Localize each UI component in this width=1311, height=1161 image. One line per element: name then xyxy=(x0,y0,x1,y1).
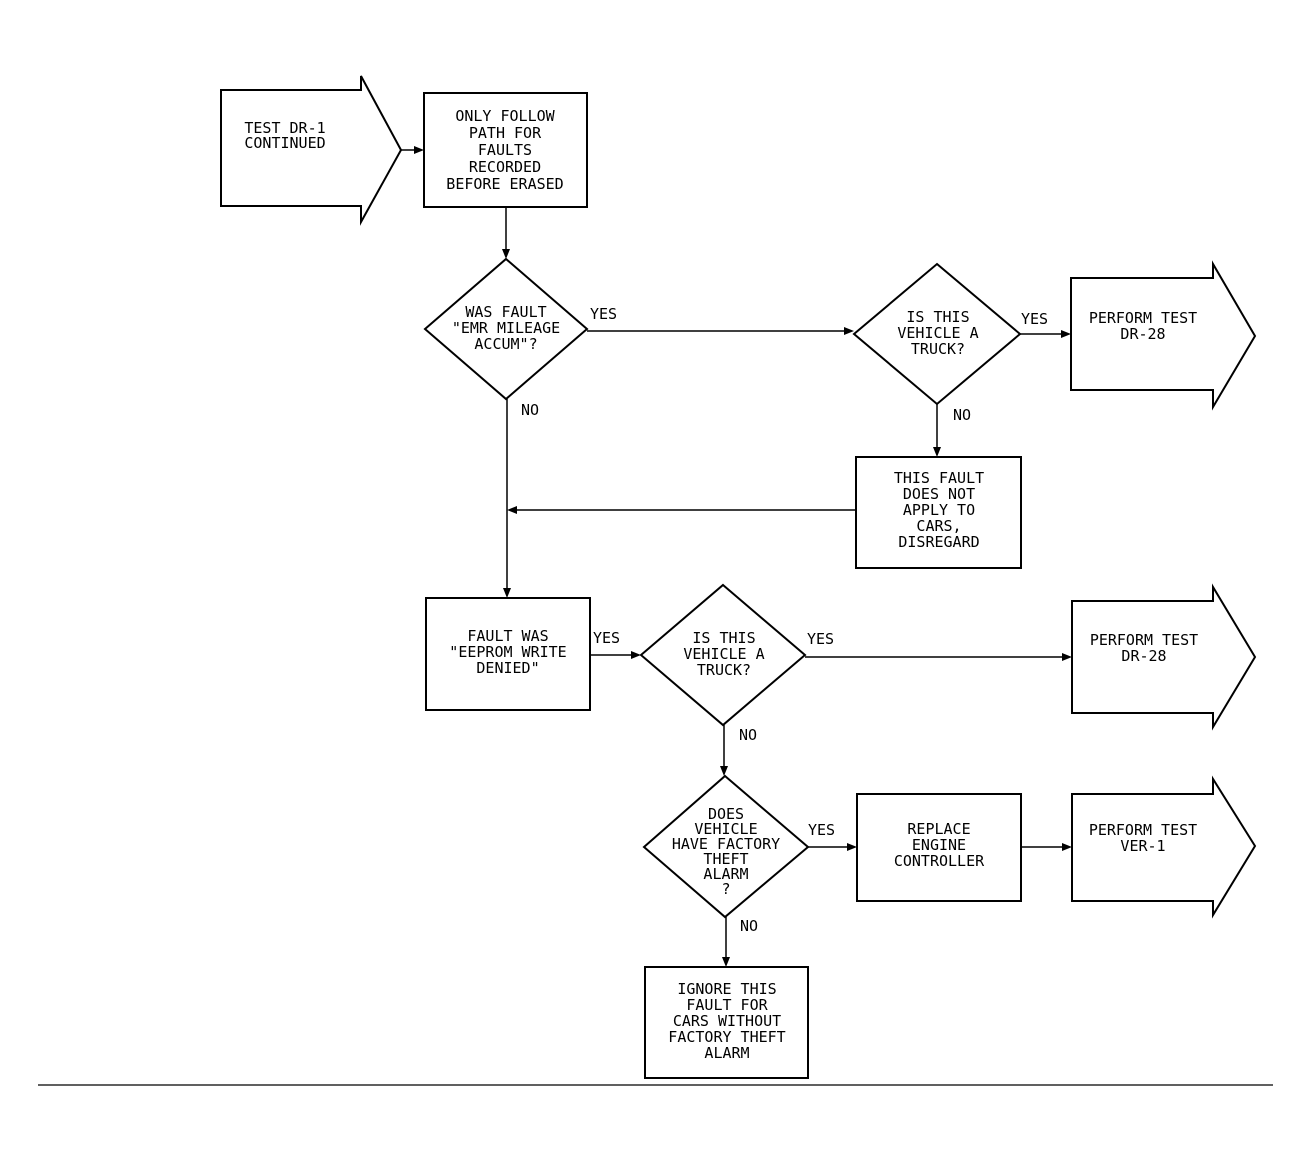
arrowhead xyxy=(847,843,857,851)
text-line: ENGINE xyxy=(912,836,966,854)
text-line: "EEPROM WRITE xyxy=(449,643,566,661)
arrowhead xyxy=(503,588,511,598)
text-line: TEST DR-1 xyxy=(244,119,325,137)
text-line: VEHICLE A xyxy=(683,645,764,663)
text-line: PATH FOR xyxy=(469,124,542,142)
emr-no-label: NO xyxy=(521,401,539,419)
text-line: APPLY TO xyxy=(903,501,975,519)
text-line: ALARM xyxy=(704,1044,749,1062)
text-line: VEHICLE A xyxy=(897,324,978,342)
text-line: "EMR MILEAGE xyxy=(452,319,560,337)
text-line: FACTORY THEFT xyxy=(668,1028,785,1046)
text-line: IGNORE THIS xyxy=(677,980,776,998)
connectors xyxy=(401,146,1072,967)
text-line: VEHICLE xyxy=(694,820,757,838)
text-line: TRUCK? xyxy=(911,340,965,358)
text-line: CONTROLLER xyxy=(894,852,985,870)
text-line: FAULTS xyxy=(478,141,532,159)
text-line: CONTINUED xyxy=(244,134,325,152)
emr-yes-label: YES xyxy=(590,305,617,323)
text-line: WAS FAULT xyxy=(465,303,546,321)
text-line: TRUCK? xyxy=(697,661,751,679)
text-line: DOES NOT xyxy=(903,485,975,503)
arrowhead xyxy=(631,651,641,659)
text-line: IS THIS xyxy=(906,308,969,326)
arrowhead xyxy=(1062,653,1072,661)
eeprom-yes-label: YES xyxy=(593,629,620,647)
text-line: DOES xyxy=(708,805,744,823)
text-line: DR-28 xyxy=(1120,325,1165,343)
truck2-yes-label: YES xyxy=(807,630,834,648)
text-line: THIS FAULT xyxy=(894,469,984,487)
arrowhead xyxy=(502,249,510,259)
text-line: DENIED" xyxy=(476,659,539,677)
text-line: PERFORM TEST xyxy=(1089,309,1197,327)
text-line: HAVE FACTORY xyxy=(672,835,780,853)
arrowhead xyxy=(722,957,730,967)
truck1-no-label: NO xyxy=(953,406,971,424)
text-line: BEFORE ERASED xyxy=(446,175,563,193)
text-line: REPLACE xyxy=(907,820,970,838)
text-line: FAULT FOR xyxy=(686,996,768,1014)
branch-labels: YES NO YES NO YES YES NO YES NO xyxy=(521,305,1048,935)
arrowhead xyxy=(720,766,728,776)
text-line: PERFORM TEST xyxy=(1089,821,1197,839)
arrowhead xyxy=(507,506,517,514)
text-line: CARS, xyxy=(916,517,961,535)
text-line: ? xyxy=(721,880,730,898)
theft-yes-label: YES xyxy=(808,821,835,839)
text-line: ONLY FOLLOW xyxy=(455,107,555,125)
text-line: CARS WITHOUT xyxy=(673,1012,781,1030)
arrowhead xyxy=(1061,330,1071,338)
truck2-no-label: NO xyxy=(739,726,757,744)
text-line: DISREGARD xyxy=(898,533,979,551)
text-line: IS THIS xyxy=(692,629,755,647)
theft-no-label: NO xyxy=(740,917,758,935)
arrowhead xyxy=(1062,843,1072,851)
arrowhead xyxy=(933,447,941,457)
text-line: ACCUM"? xyxy=(474,335,537,353)
text-line: ALARM xyxy=(703,865,748,883)
arrowhead xyxy=(414,146,424,154)
text-line: PERFORM TEST xyxy=(1090,631,1198,649)
text-line: FAULT WAS xyxy=(467,627,548,645)
text-line: THEFT xyxy=(703,850,748,868)
text-line: DR-28 xyxy=(1121,647,1166,665)
text-line: VER-1 xyxy=(1120,837,1165,855)
truck1-yes-label: YES xyxy=(1021,310,1048,328)
arrowhead xyxy=(844,327,854,335)
text-line: RECORDED xyxy=(469,158,541,176)
